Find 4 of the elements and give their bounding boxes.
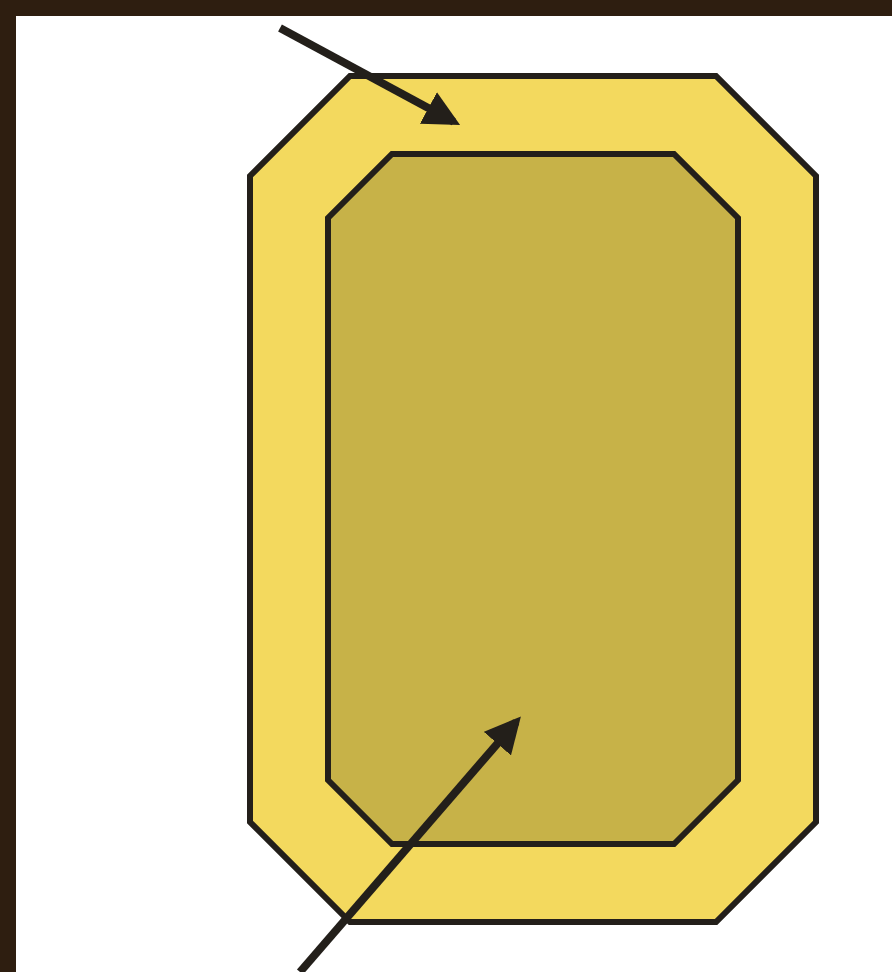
outer-band (250, 76, 816, 922)
arrow (278, 24, 461, 126)
arrow (296, 716, 521, 972)
inner-panel (328, 154, 738, 844)
